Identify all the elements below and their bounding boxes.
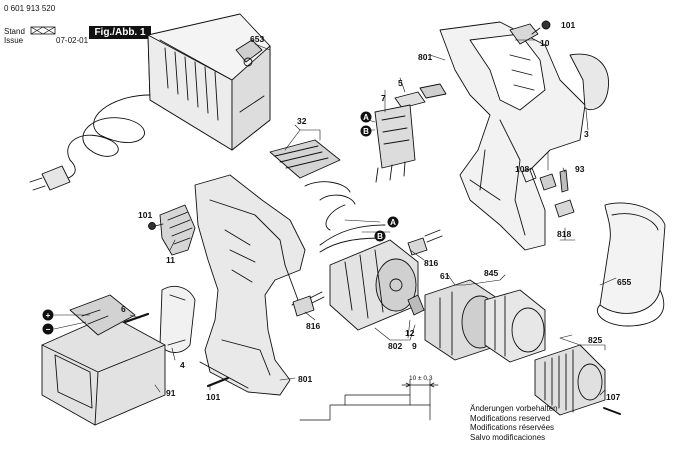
part-label-816-left: 816 (306, 321, 320, 331)
side-cover-drawing (159, 204, 196, 256)
issue-date: 07-02-01 (56, 36, 89, 45)
plus-terminal-sign: + (46, 311, 51, 320)
part-label-825: 825 (588, 335, 602, 345)
housing-half-left-drawing (194, 174, 306, 396)
leader-lines (129, 39, 617, 396)
part-label-7: 7 (381, 93, 386, 103)
modifications-line-de: Änderungen vorbehalten (470, 404, 558, 413)
stand-label: Stand (4, 27, 25, 36)
modifications-line-en: Modifications reserved (470, 413, 551, 423)
screw-bottom-drawing (206, 376, 230, 388)
part-label-101-top: 101 (561, 20, 575, 30)
screw-6-drawing (123, 312, 150, 324)
battery-pack-drawing (41, 294, 166, 426)
callout-b-motor: B (377, 232, 383, 241)
modifications-line-es: Salvo modificaciones (470, 432, 546, 442)
housing-half-right-drawing (439, 21, 586, 251)
part-label-12: 12 (405, 328, 415, 338)
part-label-108: 108 (515, 164, 529, 174)
minus-terminal-sign: − (46, 325, 51, 334)
dimension-label: 10 ± 0,3 (409, 375, 433, 382)
charger-drawing (147, 13, 271, 151)
part-label-32: 32 (297, 116, 307, 126)
switch-cover-drawing (509, 23, 539, 45)
part-label-91: 91 (166, 388, 176, 398)
part-label-801-top: 801 (418, 52, 432, 62)
charger-cable (59, 94, 151, 181)
part-label-653: 653 (250, 34, 264, 44)
callout-a-motor: A (390, 218, 396, 227)
battery-clip-drawing (159, 286, 196, 353)
modifications-note: Änderungen vorbehalten Modifications res… (470, 404, 558, 442)
part-label-10: 10 (540, 38, 550, 48)
part-label-816-right: 816 (424, 258, 438, 268)
carbon-brush-right-drawing (407, 229, 443, 256)
part-label-3: 3 (584, 129, 589, 139)
part-label-6: 6 (121, 304, 126, 314)
part-label-101-left: 101 (138, 210, 152, 220)
dimension-detail-drawing (299, 379, 439, 421)
part-label-4: 4 (180, 360, 185, 370)
part-label-93: 93 (575, 164, 585, 174)
part-label-655: 655 (617, 277, 631, 287)
clutch-ring-drawing (484, 289, 546, 363)
part-label-101-bottom: 101 (206, 392, 220, 402)
screw-left-drawing (148, 222, 164, 230)
part-label-11: 11 (166, 255, 175, 265)
belt-clip-drawing (597, 202, 666, 327)
switch-assembly-drawing (374, 83, 447, 183)
carbon-brush-left-drawing (292, 291, 325, 317)
end-cap-drawing (569, 53, 610, 111)
stand-crossed-box-icon (30, 26, 56, 35)
part-label-802: 802 (388, 341, 402, 351)
doc-number: 0 601 913 520 (4, 4, 56, 13)
callout-b-top: B (363, 127, 369, 136)
modifications-line-fr: Modifications réservées (470, 423, 555, 432)
mains-plug-drawing (29, 165, 71, 191)
wire-clip-drawing (325, 204, 346, 231)
small-clips-drawing (521, 167, 575, 218)
pinion-drawing (407, 294, 425, 316)
motor-drawing (319, 224, 419, 331)
part-label-61: 61 (440, 271, 450, 281)
issue-label: Issue (4, 36, 24, 45)
cover-plate-drawing (269, 139, 356, 205)
figure-label: Fig./Abb. 1 (89, 26, 151, 39)
chuck-screw-drawing (603, 407, 621, 415)
part-label-818: 818 (557, 229, 571, 239)
callout-a-top: A (363, 113, 369, 122)
part-label-845: 845 (484, 268, 498, 278)
part-label-5: 5 (398, 78, 403, 88)
part-label-107: 107 (606, 392, 620, 402)
screw-top-drawing (531, 20, 551, 35)
part-label-801-bottom: 801 (298, 374, 312, 384)
part-label-9: 9 (412, 341, 417, 351)
